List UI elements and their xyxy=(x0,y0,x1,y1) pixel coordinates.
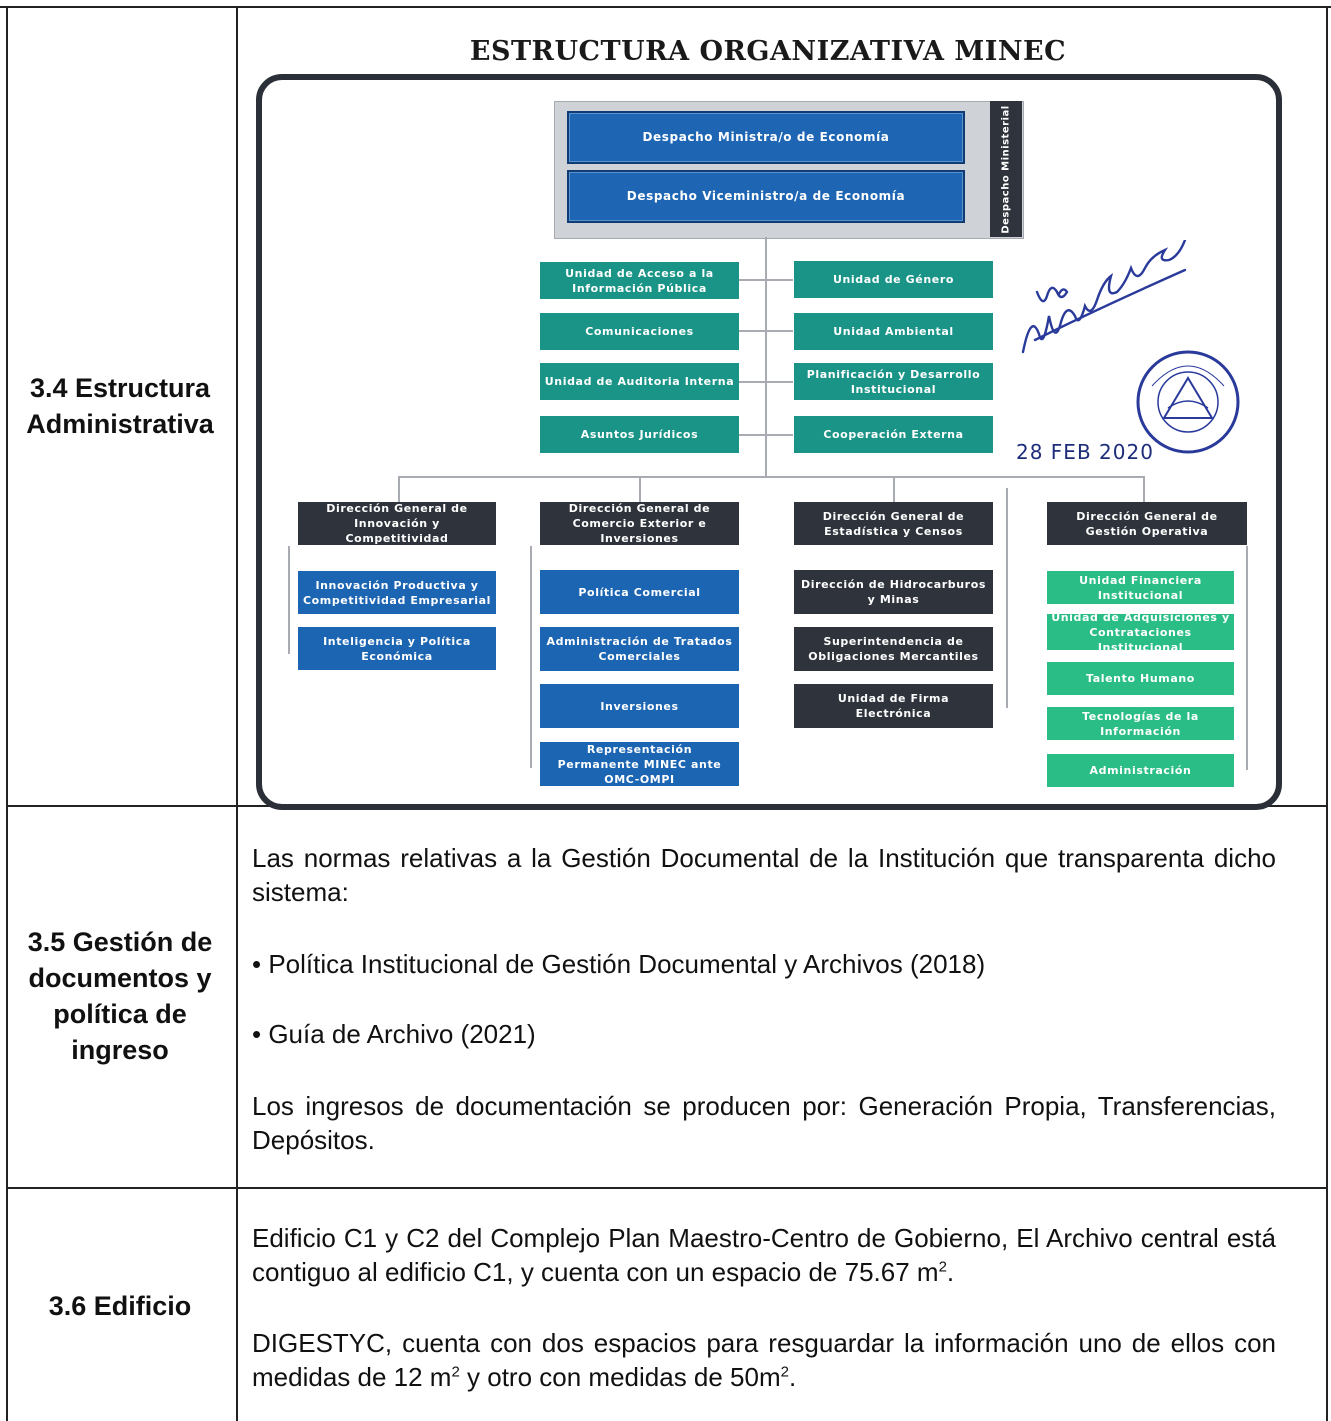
org-box-politica-comercial: Política Comercial xyxy=(540,570,739,614)
connector-dir4-subs xyxy=(1246,546,1248,770)
org-box-firma-electronica: Unidad de Firma Electrónica xyxy=(794,684,993,728)
org-box-dir-estadistica: Dirección General de Estadística y Censo… xyxy=(794,502,993,545)
org-chart-title: ESTRUCTURA ORGANIZATIVA MINEC xyxy=(469,36,1067,67)
text-period: . xyxy=(946,1257,955,1287)
connector-dir2 xyxy=(639,476,641,502)
org-box-viceministro: Despacho Viceministro/a de Economía xyxy=(567,170,965,223)
bullet-politica: • Política Institucional de Gestión Docu… xyxy=(252,949,986,979)
connector-dir3-subs xyxy=(1006,488,1008,708)
connector-h-unit-1 xyxy=(739,279,793,281)
org-box-planificacion: Planificación y Desarrollo Institucional xyxy=(794,363,993,400)
text-edificio: Edificio C1 y C2 del Complejo Plan Maest… xyxy=(252,1223,1276,1287)
org-box-dir-comercio: Dirección General de Comercio Exterior e… xyxy=(540,502,739,545)
org-box-dir-gestion: Dirección General de Gestión Operativa xyxy=(1047,502,1247,545)
text-period: . xyxy=(788,1362,797,1392)
table-border-right xyxy=(1326,6,1328,1421)
table-border-top xyxy=(0,6,1331,8)
connector-directions-bar xyxy=(398,476,1144,478)
org-box-innovacion-productiva: Innovación Productiva y Competitividad E… xyxy=(298,571,496,614)
connector-dir2-subs xyxy=(530,546,532,768)
connector-dir1-subs xyxy=(288,546,290,654)
superscript: 2 xyxy=(451,1363,460,1381)
text-digestyc: DIGESTYC, cuenta con dos espacios para r… xyxy=(252,1328,1276,1392)
signature-image xyxy=(1021,240,1187,354)
label-line: 3.5 Gestión de xyxy=(27,927,213,957)
org-box-tecnologias: Tecnologías de la Información xyxy=(1047,707,1234,740)
text-digestyc-2: y otro con medidas de 50m xyxy=(459,1362,781,1392)
org-box-cooperacion: Cooperación Externa xyxy=(794,416,993,453)
connector-trunk xyxy=(765,237,767,477)
row-label-estructura: 3.4 Estructura Administrativa xyxy=(8,370,232,442)
paragraph-edificio: Edificio C1 y C2 del Complejo Plan Maest… xyxy=(252,1221,1276,1289)
org-box-financiera: Unidad Financiera Institucional xyxy=(1047,571,1234,604)
table-border-left xyxy=(6,6,8,1421)
paragraph-ingresos: Los ingresos de documentación se produce… xyxy=(252,1091,1276,1155)
ministry-seal-image xyxy=(1136,350,1240,454)
connector-dir1 xyxy=(398,476,400,502)
label-line: Administrativa xyxy=(26,409,214,439)
org-box-comunicaciones: Comunicaciones xyxy=(540,313,739,350)
connector-h-unit-4 xyxy=(739,434,793,436)
org-box-adquisiciones: Unidad de Adquisiciones y Contrataciones… xyxy=(1047,611,1234,654)
org-box-inteligencia-politica: Inteligencia y Política Económica xyxy=(298,627,496,670)
org-box-acceso-informacion: Unidad de Acceso a la Información Públic… xyxy=(540,262,739,299)
org-box-talento-humano: Talento Humano xyxy=(1047,662,1234,695)
org-box-tratados: Administración de Tratados Comerciales xyxy=(540,627,739,671)
side-tab-label: Despacho Ministerial xyxy=(1000,104,1012,234)
paragraph-normas: Las normas relativas a la Gestión Docume… xyxy=(252,843,1276,907)
org-box-ambiental: Unidad Ambiental xyxy=(794,313,993,350)
label-line: documentos y xyxy=(28,963,212,993)
org-box-inversiones: Inversiones xyxy=(540,684,739,728)
org-box-genero: Unidad de Género xyxy=(794,261,993,298)
row-label-gestion: 3.5 Gestión de documentos y política de … xyxy=(8,924,232,1068)
connector-h-unit-2 xyxy=(739,330,793,332)
connector-dir4 xyxy=(1143,476,1145,502)
org-box-hidrocarburos: Dirección de Hidrocarburos y Minas xyxy=(794,570,993,614)
label-line: política de xyxy=(53,999,187,1029)
connector-dir3 xyxy=(893,476,895,502)
org-box-juridicos: Asuntos Jurídicos xyxy=(540,416,739,453)
org-box-ministra: Despacho Ministra/o de Economía xyxy=(567,111,965,164)
org-box-auditoria: Unidad de Auditoria Interna xyxy=(540,363,739,400)
row-label-edificio: 3.6 Edificio xyxy=(8,1288,232,1324)
org-box-superintendencia: Superintendencia de Obligaciones Mercant… xyxy=(794,627,993,671)
label-line: ingreso xyxy=(71,1035,169,1065)
org-box-representacion: Representación Permanente MINEC ante OMC… xyxy=(540,742,739,786)
stamp-date: 28 FEB 2020 xyxy=(1016,440,1154,464)
paragraph-digestyc: DIGESTYC, cuenta con dos espacios para r… xyxy=(252,1326,1276,1394)
table-column-divider xyxy=(236,6,238,1421)
connector-h-unit-3 xyxy=(739,381,793,383)
label-line: 3.6 Edificio xyxy=(48,1291,192,1321)
superscript: 2 xyxy=(938,1258,947,1276)
label-line: 3.4 Estructura xyxy=(29,373,211,403)
org-box-dir-innovacion: Dirección General de Innovación y Compet… xyxy=(298,502,496,545)
row-divider-2 xyxy=(6,1187,1328,1189)
side-tab-despacho: Despacho Ministerial xyxy=(990,101,1022,237)
bullet-guia: • Guía de Archivo (2021) xyxy=(252,1019,536,1049)
superscript: 2 xyxy=(780,1363,789,1381)
org-box-administracion: Administración xyxy=(1047,754,1234,787)
